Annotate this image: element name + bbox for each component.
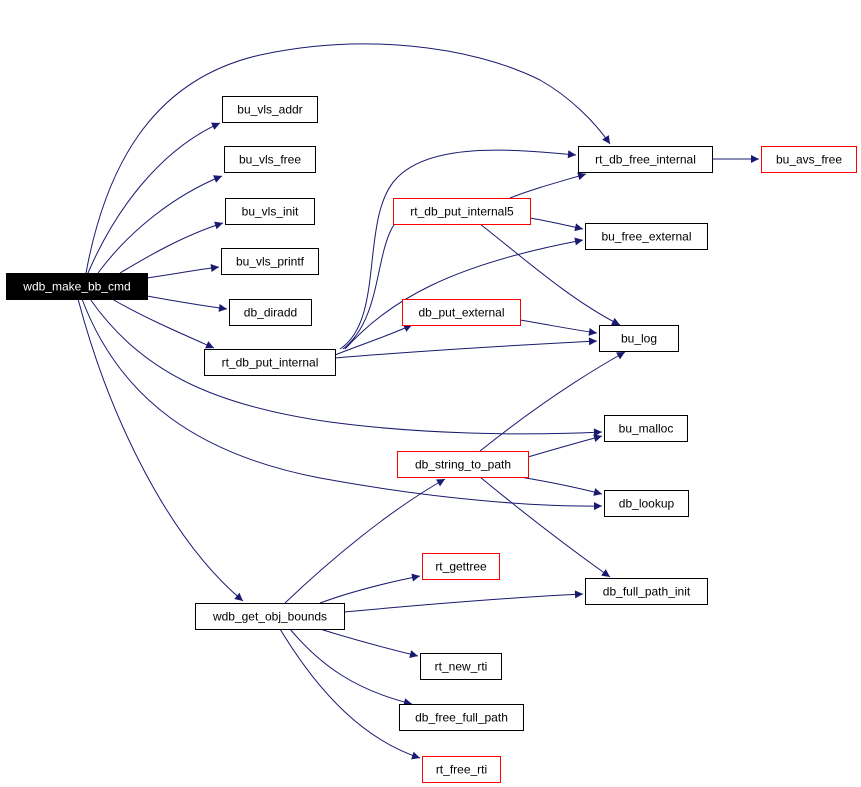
node-box: [195, 603, 345, 630]
node-box: [604, 490, 689, 517]
edge-db-put-external-to-bu-log: [519, 319, 598, 336]
node-rt-free-rti[interactable]: rt_free_rti: [422, 756, 501, 783]
node-box: [402, 299, 521, 326]
node-bu-vls-addr[interactable]: bu_vls_addr: [222, 96, 318, 123]
node-wdb-get-obj-bounds[interactable]: wdb_get_obj_bounds: [195, 603, 345, 630]
node-label: bu_malloc: [619, 422, 674, 436]
node-rt-db-put-internal5[interactable]: rt_db_put_internal5: [393, 198, 531, 225]
node-label: bu_vls_printf: [236, 255, 305, 269]
edge-rt-db-put-internal-to-bu-free-external: [344, 237, 584, 350]
node-db-lookup[interactable]: db_lookup: [604, 490, 689, 517]
node-db-free-full-path[interactable]: db_free_full_path: [399, 704, 524, 731]
edge-wdb-make-bb-cmd-to-rt-db-free-internal: [85, 43, 611, 274]
node-box: [420, 653, 502, 680]
edge-rt-db-put-internal-to-rt-db-put-internal5: [342, 208, 419, 350]
node-label: rt_gettree: [435, 560, 487, 574]
node-box: [204, 349, 336, 376]
edge-rt-db-put-internal-to-bu-log: [334, 337, 598, 359]
edge-wdb-make-bb-cmd-to-wdb-get-obj-bounds: [77, 298, 244, 602]
edges-layer: [77, 43, 759, 760]
nodes-layer: wdb_make_bb_cmd bu_vls_addr bu_vls_free bu_…: [6, 96, 857, 783]
node-wdb-make-bb-cmd[interactable]: wdb_make_bb_cmd: [6, 273, 148, 300]
edge-wdb-get-obj-bounds-to-db-free-full-path: [289, 628, 413, 706]
edge-wdb-make-bb-cmd-to-bu-vls-printf: [146, 264, 220, 279]
node-rt-db-put-internal[interactable]: rt_db_put_internal: [204, 349, 336, 376]
edge-wdb-get-obj-bounds-to-rt-gettree: [319, 573, 421, 604]
node-label: bu_avs_free: [776, 153, 842, 167]
node-label: bu_log: [621, 332, 657, 346]
edge-wdb-make-bb-cmd-to-bu-vls-free: [97, 175, 223, 274]
node-bu-log[interactable]: bu_log: [599, 325, 679, 352]
edge-rt-db-put-internal-to-db-put-external: [334, 324, 413, 356]
node-label: wdb_make_bb_cmd: [22, 280, 130, 294]
node-label: rt_db_put_internal5: [410, 205, 514, 219]
node-db-diradd[interactable]: db_diradd: [229, 299, 312, 326]
node-box: [422, 553, 500, 580]
node-db-full-path-init[interactable]: db_full_path_init: [585, 578, 708, 605]
node-box: [585, 578, 708, 605]
node-bu-vls-free[interactable]: bu_vls_free: [224, 146, 316, 173]
node-label: rt_free_rti: [436, 763, 487, 777]
node-box: [221, 248, 319, 275]
node-bu-vls-init[interactable]: bu_vls_init: [225, 198, 315, 225]
edge-wdb-make-bb-cmd-to-rt-db-put-internal: [111, 298, 215, 349]
edge-rt-db-put-internal5-to-bu-free-external: [529, 217, 584, 232]
node-label: bu_free_external: [601, 230, 691, 244]
node-label: db_full_path_init: [603, 585, 691, 599]
node-db-string-to-path[interactable]: db_string_to_path: [397, 451, 529, 478]
edge-db-string-to-path-to-db-lookup: [519, 476, 603, 496]
node-label: db_diradd: [244, 306, 297, 320]
node-box: [399, 704, 524, 731]
node-db-put-external[interactable]: db_put_external: [402, 299, 521, 326]
node-label: rt_new_rti: [435, 660, 488, 674]
node-box: [224, 146, 316, 173]
edge-wdb-make-bb-cmd-to-bu-malloc: [89, 298, 603, 437]
node-bu-malloc[interactable]: bu_malloc: [604, 415, 688, 442]
node-label: bu_vls_free: [239, 153, 301, 167]
edge-rt-db-put-internal5-to-bu-log: [479, 223, 621, 326]
node-label: bu_vls_init: [242, 205, 299, 219]
node-label: wdb_get_obj_bounds: [212, 610, 327, 624]
node-box: [604, 415, 688, 442]
edge-db-string-to-path-to-bu-malloc: [527, 434, 603, 458]
node-rt-gettree[interactable]: rt_gettree: [422, 553, 500, 580]
edge-wdb-get-obj-bounds-to-rt-free-rti: [279, 628, 421, 760]
node-box: [578, 146, 713, 173]
node-label: bu_vls_addr: [237, 103, 302, 117]
edge-wdb-get-obj-bounds-to-db-full-path-init: [343, 590, 584, 613]
edge-wdb-make-bb-cmd-to-bu-vls-addr: [87, 122, 221, 274]
node-label: db_free_full_path: [415, 711, 508, 725]
edge-wdb-make-bb-cmd-to-bu-vls-init: [119, 221, 224, 274]
node-box: [397, 451, 529, 478]
node-label: db_string_to_path: [415, 458, 511, 472]
node-box: [599, 325, 679, 352]
node-box: [761, 146, 857, 173]
node-box: [229, 299, 312, 326]
edge-rt-db-put-internal-to-rt-db-free-internal: [339, 149, 577, 350]
edge-db-string-to-path-to-db-full-path-init: [479, 476, 611, 578]
edge-wdb-make-bb-cmd-to-db-diradd: [146, 295, 228, 312]
edge-wdb-make-bb-cmd-to-db-lookup: [81, 298, 603, 511]
edge-db-string-to-path-to-bu-log: [479, 351, 626, 452]
node-label: db_put_external: [418, 306, 504, 320]
node-label: db_lookup: [619, 497, 675, 511]
node-box: [225, 198, 315, 225]
node-label: rt_db_put_internal: [222, 356, 319, 370]
node-bu-vls-printf[interactable]: bu_vls_printf: [221, 248, 319, 275]
node-rt-new-rti[interactable]: rt_new_rti: [420, 653, 502, 680]
edge-wdb-get-obj-bounds-to-rt-new-rti: [319, 628, 419, 659]
node-box: [6, 273, 148, 300]
node-bu-avs-free[interactable]: bu_avs_free: [761, 146, 857, 173]
node-box: [422, 756, 501, 783]
node-rt-db-free-internal[interactable]: rt_db_free_internal: [578, 146, 713, 173]
node-box: [393, 198, 531, 225]
edge-rt-db-put-internal5-to-rt-db-free-internal: [509, 172, 587, 199]
edge-wdb-get-obj-bounds-to-db-string-to-path: [284, 478, 446, 604]
node-box: [585, 223, 708, 250]
node-label: rt_db_free_internal: [595, 153, 696, 167]
node-box: [222, 96, 318, 123]
node-bu-free-external[interactable]: bu_free_external: [585, 223, 708, 250]
